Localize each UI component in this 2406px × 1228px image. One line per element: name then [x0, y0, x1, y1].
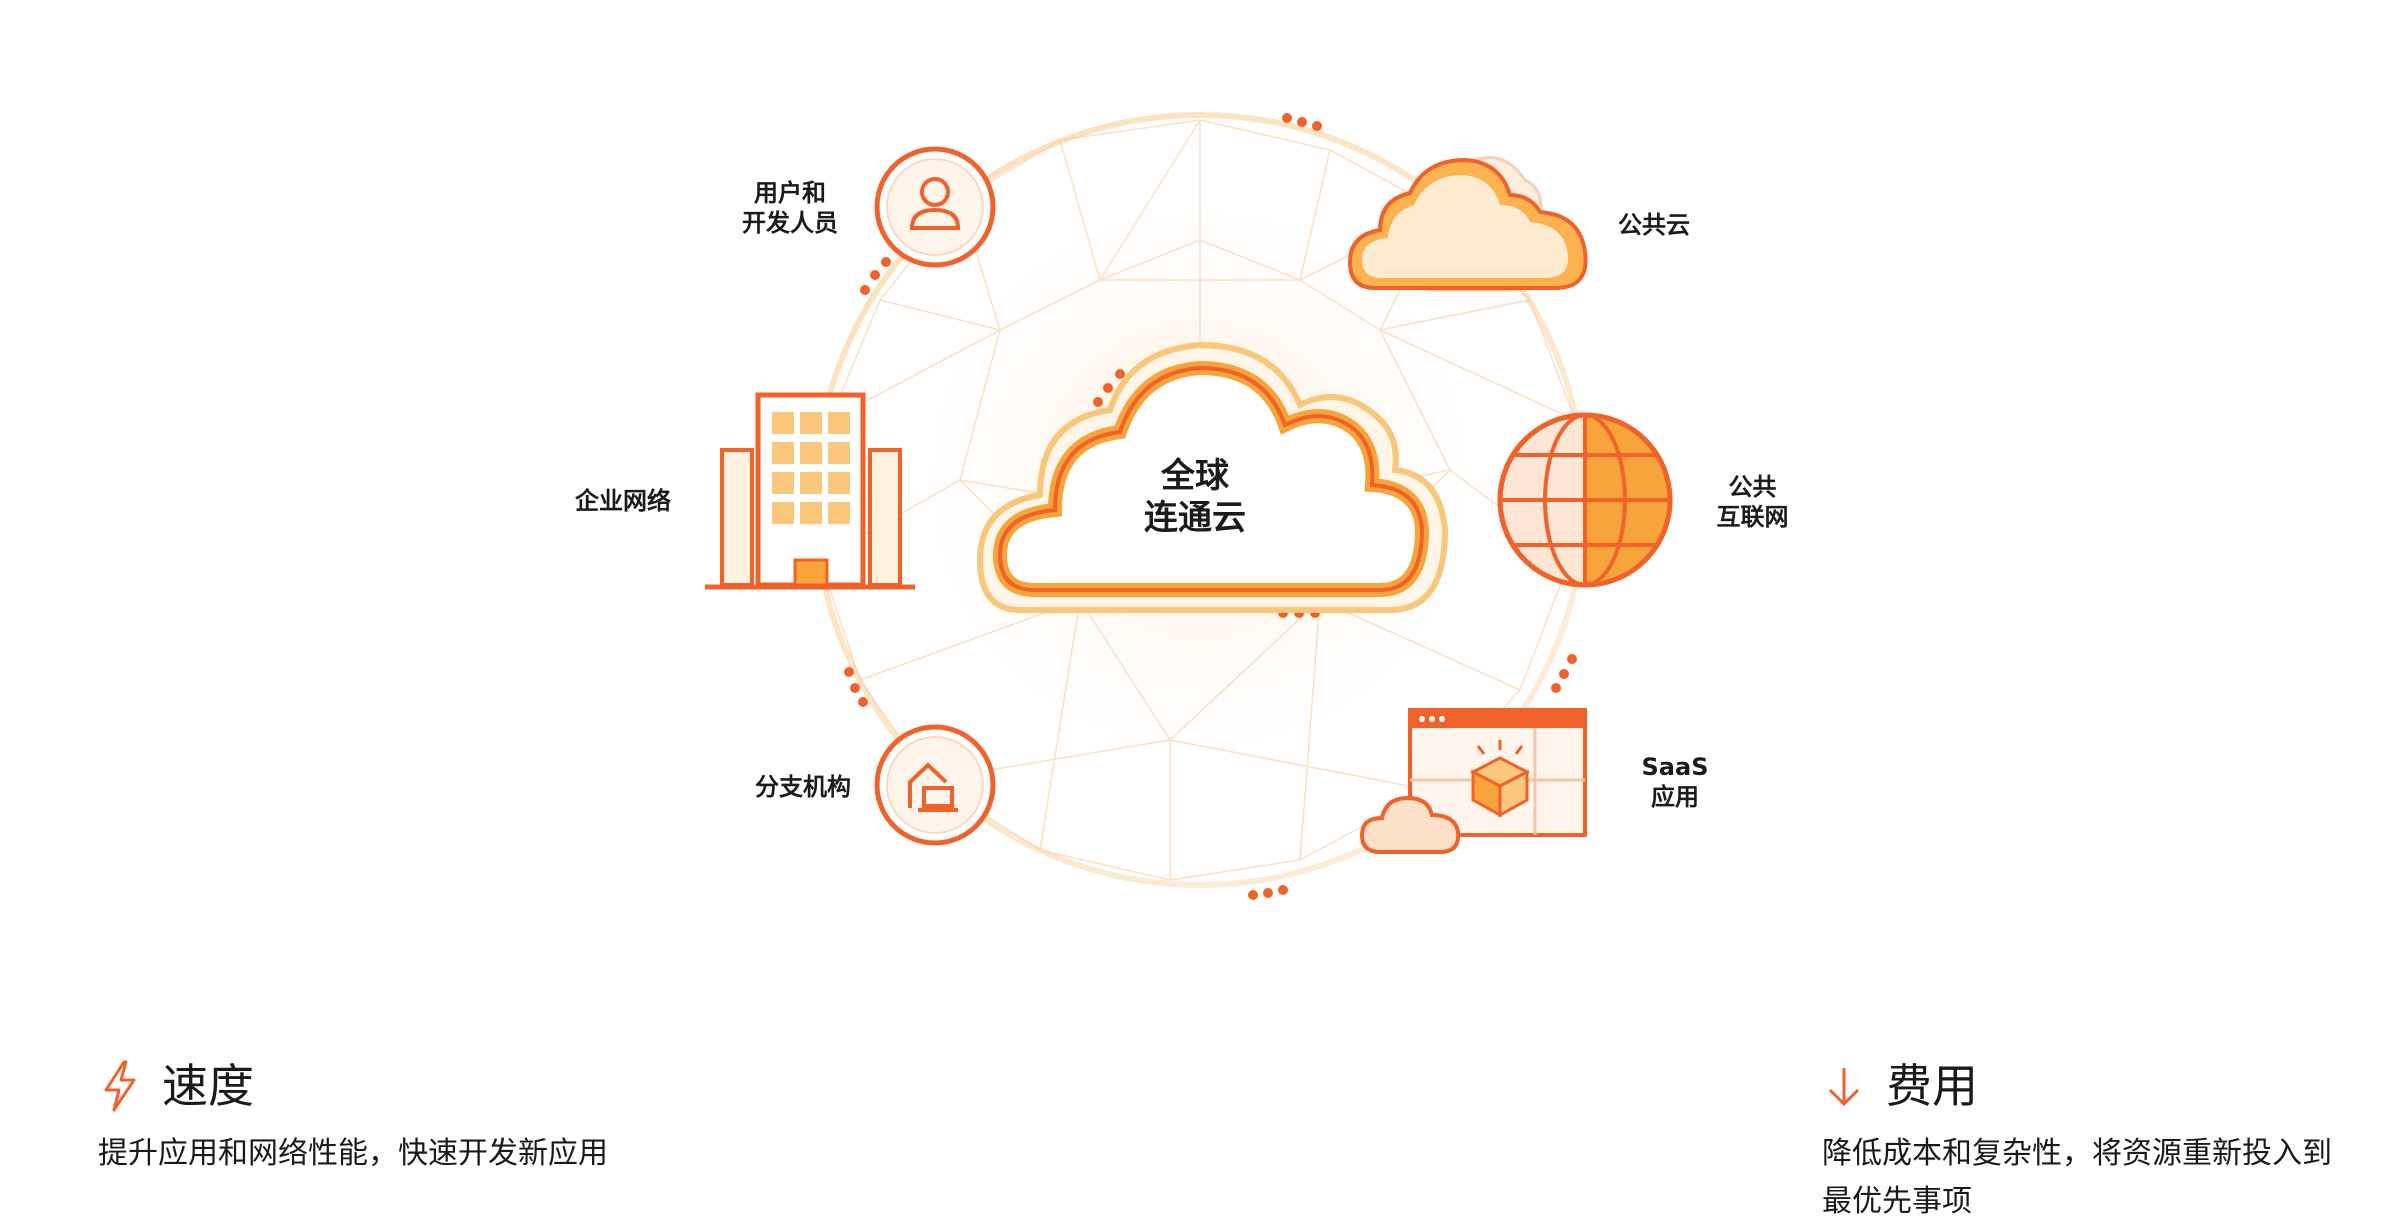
- internet-label-line2: 互联网: [1716, 503, 1789, 531]
- user-icon: [909, 177, 961, 230]
- connectivity-diagram: [705, 112, 1673, 900]
- feature-cost-head: 费用: [1822, 1058, 2392, 1114]
- center-cloud-label: 全球 连通云: [1085, 455, 1305, 539]
- enterprise-node: [705, 392, 915, 590]
- users-node: [874, 146, 996, 268]
- home-office-icon: [908, 762, 958, 812]
- public-cloud-label: 公共云: [1618, 210, 1690, 240]
- office-building-icon: [705, 392, 915, 590]
- feature-cost: 费用 降低成本和复杂性，将资源重新投入到 最优先事项: [1822, 1058, 2392, 1226]
- feature-speed: 速度 提升应用和网络性能，快速开发新应用: [98, 1058, 998, 1178]
- saas-app-icon: [1359, 708, 1587, 854]
- central-cloud: [976, 341, 1449, 613]
- feature-cost-title: 费用: [1886, 1059, 1978, 1113]
- users-label-line1: 用户和: [754, 179, 826, 207]
- public-cloud-node: [1347, 156, 1588, 292]
- feature-cost-desc-line2: 最优先事项: [1822, 1184, 1972, 1219]
- branch-label: 分支机构: [755, 772, 851, 802]
- internet-label: 公共 互联网: [1700, 472, 1805, 532]
- users-label-line2: 开发人员: [742, 209, 838, 237]
- users-label: 用户和 开发人员: [725, 178, 855, 238]
- internet-label-line1: 公共: [1728, 473, 1777, 501]
- saas-label-line1: SaaS: [1641, 753, 1709, 781]
- branch-label-line1: 分支机构: [755, 773, 851, 801]
- saas-label-line2: 应用: [1651, 783, 1699, 811]
- arrow-down-icon: [1828, 1068, 1860, 1107]
- center-label-line2: 连通云: [1144, 498, 1246, 538]
- feature-speed-desc: 提升应用和网络性能，快速开发新应用: [98, 1136, 608, 1171]
- saas-label: SaaS 应用: [1630, 752, 1720, 812]
- feature-speed-head: 速度: [98, 1058, 998, 1114]
- enterprise-label: 企业网络: [575, 486, 671, 516]
- feature-cost-desc: 降低成本和复杂性，将资源重新投入到 最优先事项: [1822, 1130, 2392, 1226]
- enterprise-label-line1: 企业网络: [575, 487, 671, 515]
- lightning-icon: [104, 1060, 136, 1112]
- saas-node: [1359, 708, 1587, 854]
- center-label-line1: 全球: [1161, 456, 1229, 496]
- feature-cost-desc-line1: 降低成本和复杂性，将资源重新投入到: [1822, 1136, 2332, 1171]
- feature-speed-title: 速度: [162, 1059, 254, 1113]
- public-cloud-label-line1: 公共云: [1618, 211, 1690, 239]
- internet-node: [1497, 412, 1673, 588]
- branch-node: [874, 724, 996, 846]
- globe-icon: [1497, 412, 1673, 588]
